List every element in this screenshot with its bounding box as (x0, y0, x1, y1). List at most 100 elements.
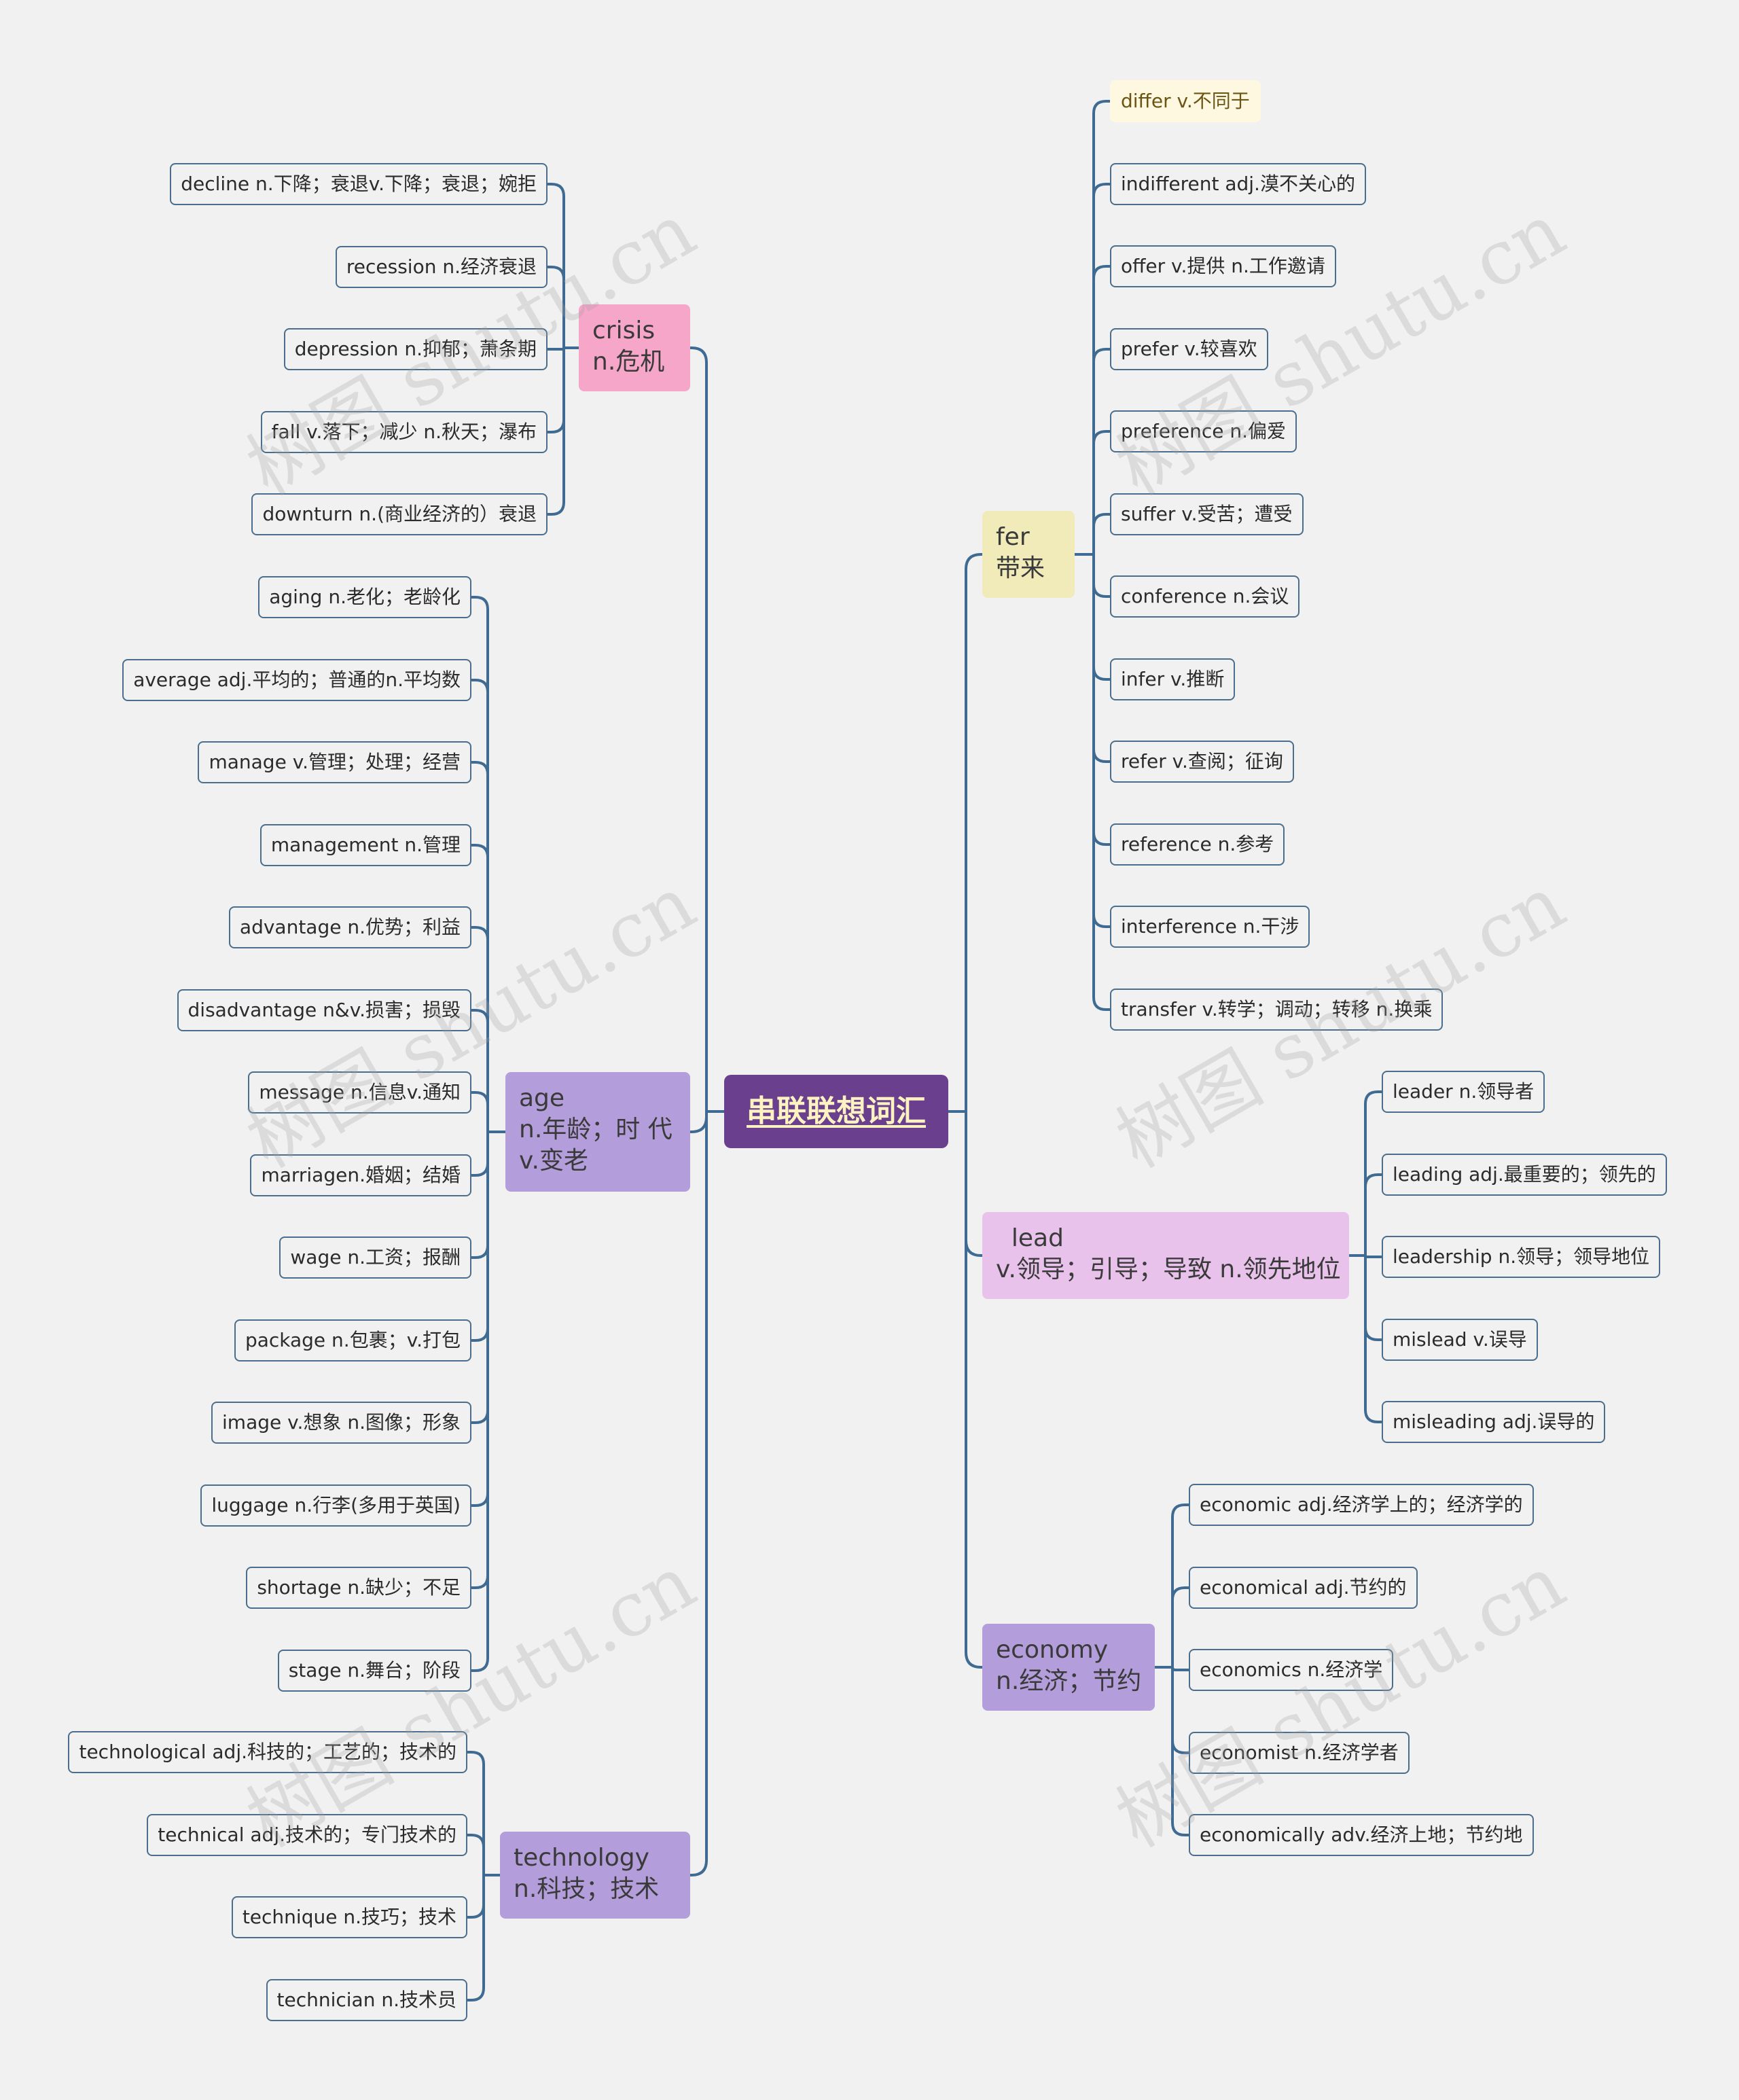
leaf-age-10[interactable]: image v.想象 n.图像；形象 (211, 1402, 471, 1444)
leaf-connector-technology-0 (466, 1751, 485, 1876)
leaf-age-7[interactable]: marriagen.婚姻；结婚 (250, 1154, 471, 1196)
leaf-connector-technology-1 (466, 1834, 485, 1876)
leaf-economy-4[interactable]: economically adv.经济上地；节约地 (1189, 1814, 1534, 1856)
leaf-connector-fer-5 (1092, 513, 1111, 556)
leaf-connector-lead-4 (1364, 1254, 1383, 1423)
leaf-fer-9[interactable]: reference n.参考 (1110, 823, 1285, 866)
leaf-age-3[interactable]: management n.管理 (259, 824, 471, 866)
leaf-fer-8[interactable]: refer v.查阅；征询 (1110, 741, 1294, 783)
branch-connector-technology (689, 1110, 708, 1876)
branch-age[interactable]: age n.年龄；时 代 v.变老 (505, 1072, 690, 1192)
leaf-fer-2[interactable]: offer v.提供 n.工作邀请 (1110, 245, 1336, 287)
root-topic[interactable]: 串联联想词汇 (724, 1075, 948, 1148)
leaf-crisis-1[interactable]: recession n.经济衰退 (335, 246, 548, 288)
leaf-age-0[interactable]: aging n.老化；老龄化 (258, 576, 471, 618)
leaf-connector-age-11 (470, 1131, 489, 1507)
leaf-connector-fer-0 (1092, 100, 1111, 556)
leaf-connector-fer-11 (1092, 553, 1111, 1011)
leaf-fer-3[interactable]: prefer v.较喜欢 (1110, 328, 1268, 370)
leaf-age-2[interactable]: manage v.管理；处理；经营 (198, 741, 471, 783)
leaf-connector-age-2 (470, 761, 489, 1133)
leaf-age-11[interactable]: luggage n.行李(多用于英国) (200, 1484, 471, 1527)
leaf-lead-4[interactable]: misleading adj.误导的 (1382, 1401, 1606, 1443)
leaf-connector-fer-6 (1092, 553, 1111, 598)
leaf-crisis-2[interactable]: depression n.抑郁；萧条期 (283, 328, 548, 370)
leaf-connector-age-1 (470, 679, 489, 1133)
leaf-connector-age-13 (470, 1131, 489, 1672)
leaf-fer-1[interactable]: indifferent adj.漠不关心的 (1110, 163, 1366, 205)
leaf-lead-0[interactable]: leader n.领导者 (1382, 1071, 1545, 1113)
leaf-fer-7[interactable]: infer v.推断 (1110, 658, 1236, 700)
leaf-age-8[interactable]: wage n.工资；报酬 (279, 1236, 471, 1279)
leaf-connector-lead-3 (1364, 1254, 1383, 1341)
leaf-connector-crisis-0 (546, 183, 565, 349)
leaf-connector-age-6 (470, 1091, 489, 1133)
branch-connector-age (689, 1110, 708, 1133)
leaf-lead-2[interactable]: leadership n.领导；领导地位 (1382, 1236, 1661, 1278)
leaf-connector-fer-4 (1092, 430, 1111, 556)
leaf-connector-fer-2 (1092, 265, 1111, 556)
branch-connector-lead (965, 1110, 984, 1257)
leaf-connector-age-9 (470, 1131, 489, 1342)
branch-connector-fer (965, 553, 984, 1113)
leaf-connector-crisis-3 (546, 346, 565, 433)
leaf-connector-age-12 (470, 1131, 489, 1589)
leaf-age-12[interactable]: shortage n.缺少；不足 (246, 1567, 471, 1609)
leaf-economy-1[interactable]: economical adj.节约的 (1189, 1567, 1418, 1609)
leaf-fer-4[interactable]: preference n.偏爱 (1110, 410, 1297, 452)
leaf-connector-age-7 (470, 1131, 489, 1177)
branch-connector-crisis (689, 346, 708, 1113)
leaf-technology-3[interactable]: technician n.技术员 (266, 1979, 467, 2021)
leaf-connector-economy-0 (1171, 1503, 1190, 1669)
leaf-technology-1[interactable]: technical adj.技术的；专门技术的 (147, 1814, 467, 1856)
leaf-connector-crisis-2 (546, 346, 565, 351)
leaf-technology-0[interactable]: technological adj.科技的；工艺的；技术的 (68, 1731, 467, 1773)
branch-fer[interactable]: fer 带来 (982, 511, 1075, 598)
leaf-connector-age-0 (470, 596, 489, 1133)
leaf-lead-3[interactable]: mislead v.误导 (1382, 1319, 1538, 1361)
leaf-age-13[interactable]: stage n.舞台；阶段 (277, 1650, 471, 1692)
leaf-connector-fer-10 (1092, 553, 1111, 928)
leaf-connector-economy-2 (1171, 1666, 1190, 1671)
leaf-fer-11[interactable]: transfer v.转学；调动；转移 n.换乘 (1110, 989, 1444, 1031)
leaf-economy-2[interactable]: economics n.经济学 (1189, 1649, 1394, 1691)
leaf-connector-economy-3 (1171, 1666, 1190, 1754)
leaf-connector-crisis-4 (546, 346, 565, 516)
leaf-age-1[interactable]: average adj.平均的；普通的n.平均数 (122, 659, 471, 701)
leaf-connector-age-3 (470, 844, 489, 1133)
leaf-connector-technology-3 (466, 1874, 485, 2001)
leaf-connector-fer-7 (1092, 553, 1111, 681)
leaf-connector-age-4 (470, 926, 489, 1133)
leaf-age-6[interactable]: message n.信息v.通知 (248, 1071, 471, 1114)
leaf-age-5[interactable]: disadvantage n&v.损害；损毁 (177, 989, 471, 1031)
branch-lead[interactable]: lead v.领导；引导；导致 n.领先地位 (982, 1212, 1349, 1299)
leaf-connector-lead-1 (1364, 1173, 1383, 1257)
leaf-crisis-4[interactable]: downturn n.(商业经济的）衰退 (251, 493, 548, 535)
leaf-connector-economy-4 (1171, 1666, 1190, 1836)
leaf-fer-6[interactable]: conference n.会议 (1110, 575, 1300, 618)
branch-connector-economy (965, 1110, 984, 1669)
leaf-connector-economy-1 (1171, 1586, 1190, 1669)
leaf-fer-10[interactable]: interference n.干涉 (1110, 906, 1310, 948)
leaf-connector-technology-2 (466, 1874, 485, 1919)
leaf-fer-0[interactable]: differ v.不同于 (1110, 80, 1261, 122)
leaf-connector-fer-9 (1092, 553, 1111, 846)
leaf-technology-2[interactable]: technique n.技巧；技术 (231, 1896, 467, 1938)
leaf-connector-lead-0 (1364, 1090, 1383, 1257)
leaf-crisis-3[interactable]: fall v.落下；减少 n.秋天；瀑布 (260, 411, 548, 453)
leaf-economy-3[interactable]: economist n.经济学者 (1189, 1732, 1410, 1774)
leaf-age-4[interactable]: advantage n.优势；利益 (228, 906, 471, 948)
leaf-economy-0[interactable]: economic adj.经济学上的；经济学的 (1189, 1484, 1534, 1526)
branch-technology[interactable]: technology n.科技；技术 (500, 1832, 690, 1919)
leaf-lead-1[interactable]: leading adj.最重要的；领先的 (1382, 1154, 1667, 1196)
branch-crisis[interactable]: crisis n.危机 (579, 304, 690, 391)
branch-economy[interactable]: economy n.经济；节约 (982, 1624, 1155, 1711)
leaf-crisis-0[interactable]: decline n.下降；衰退v.下降；衰退；婉拒 (170, 163, 548, 205)
leaf-age-9[interactable]: package n.包裹；v.打包 (234, 1319, 471, 1362)
leaf-connector-fer-1 (1092, 183, 1111, 556)
leaf-fer-5[interactable]: suffer v.受苦；遭受 (1110, 493, 1304, 535)
leaf-connector-age-5 (470, 1009, 489, 1133)
leaf-connector-lead-2 (1364, 1254, 1383, 1258)
